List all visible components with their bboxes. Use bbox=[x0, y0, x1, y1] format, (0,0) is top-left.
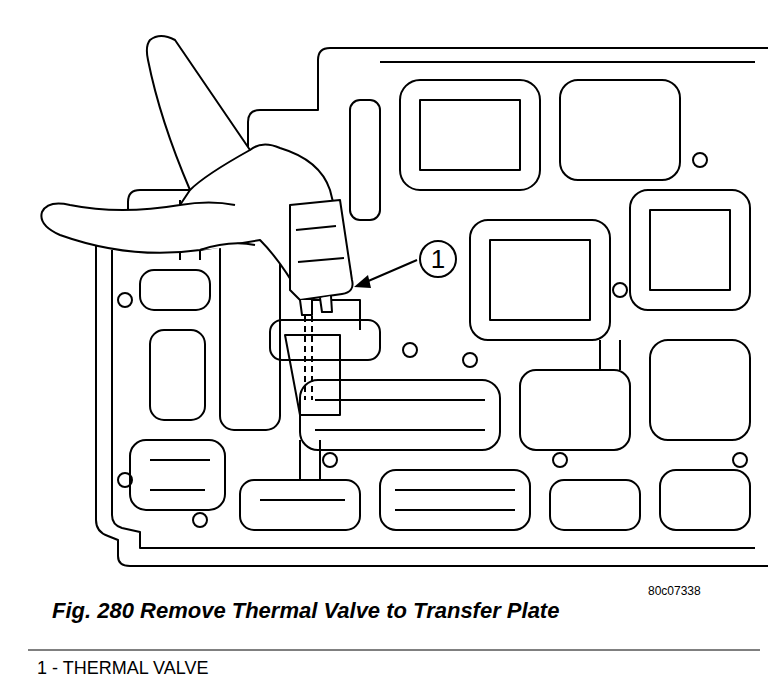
callout-legend: 1 - THERMAL VALVE bbox=[37, 658, 208, 679]
thermal-valve bbox=[290, 200, 353, 400]
separator-rule bbox=[28, 650, 760, 651]
callout-circle: 1 bbox=[419, 240, 457, 278]
leader-arrow bbox=[354, 260, 417, 288]
figure-caption: Fig. 280 Remove Thermal Valve to Transfe… bbox=[52, 598, 559, 624]
figure-id: 80c07338 bbox=[648, 584, 701, 598]
callout-number: 1 bbox=[431, 246, 445, 272]
